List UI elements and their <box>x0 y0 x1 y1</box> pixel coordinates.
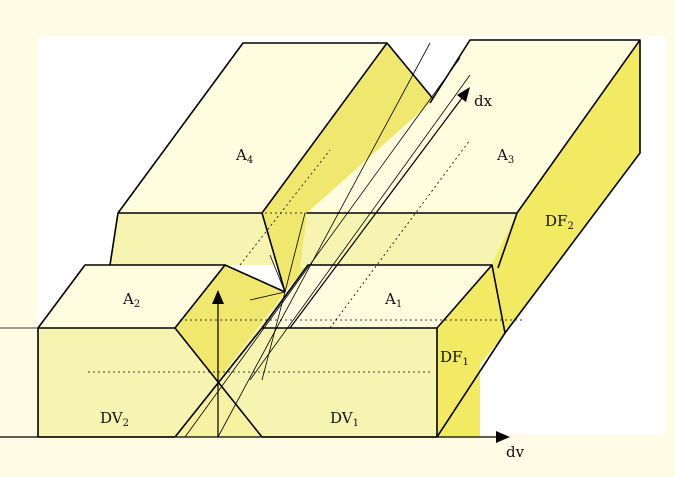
dotted-diagonal-1 <box>239 149 331 266</box>
label-df2: DF2 <box>545 212 574 232</box>
vertical-axis-arrowhead <box>212 290 224 304</box>
block-a3-top <box>307 40 640 213</box>
fan-line-3 <box>249 291 286 301</box>
label-a2: A2 <box>122 290 140 310</box>
dv-axis-label: dv <box>506 443 525 461</box>
block-a4-edges <box>109 42 388 266</box>
dx-axis-line <box>289 97 463 329</box>
label-dv1: DV1 <box>330 409 359 429</box>
block-a2-top <box>38 265 225 328</box>
block-dv1-front <box>218 328 437 437</box>
block-a2-edges <box>37 264 225 437</box>
fan-line-1 <box>284 212 306 293</box>
dx-axis-label: dx <box>474 92 493 110</box>
dv-axis-arrowhead <box>496 431 510 443</box>
dotted-diagonal-2 <box>329 139 471 329</box>
ridge-line-2 <box>184 57 461 438</box>
dx-axis-arrowhead <box>457 87 470 102</box>
block-a4-front <box>110 213 295 265</box>
fan-line-2 <box>269 254 286 293</box>
label-a3: A3 <box>496 146 514 166</box>
ridge-line-3 <box>249 74 471 381</box>
ridge-line-1 <box>217 42 431 438</box>
block-a4-top <box>118 43 387 213</box>
fan-line-4 <box>261 291 286 381</box>
block-a4-corner-edge <box>261 212 286 293</box>
label-dv2: DV2 <box>100 409 129 429</box>
block-a3-front <box>300 213 517 268</box>
label-a1: A1 <box>384 290 402 310</box>
block-df2-side <box>490 40 640 333</box>
groove-upper-edges <box>174 264 286 329</box>
block-df1-side <box>437 265 505 437</box>
block-a1-top <box>262 265 492 328</box>
label-df1: DF1 <box>440 348 469 368</box>
block-dv2-front <box>38 328 218 437</box>
label-a4: A4 <box>235 146 253 166</box>
block-df1-edges <box>436 264 506 438</box>
